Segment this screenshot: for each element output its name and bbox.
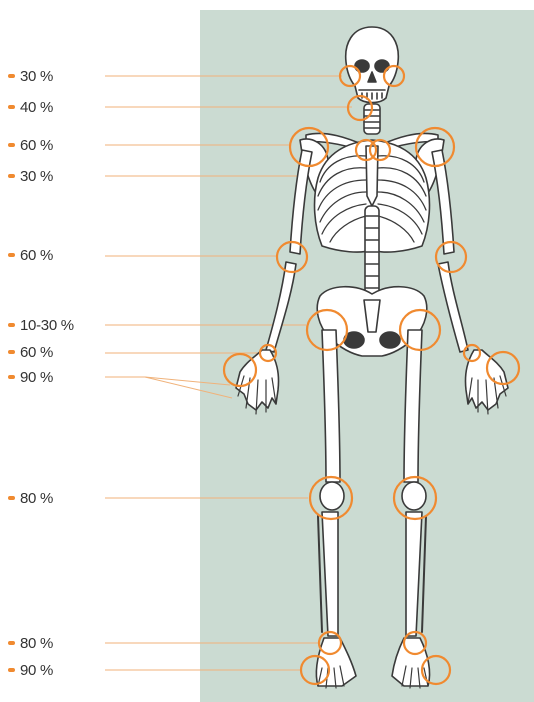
left-kneecap bbox=[320, 482, 344, 510]
right-forearm bbox=[438, 262, 468, 352]
left-forearm bbox=[266, 262, 296, 352]
pelvis-right-hole bbox=[380, 332, 400, 348]
right-tibia bbox=[406, 512, 422, 636]
lumbar-spine bbox=[365, 206, 379, 296]
skeleton-bones bbox=[236, 27, 508, 688]
leader-line-hand-b bbox=[145, 377, 230, 385]
right-femur bbox=[404, 330, 422, 482]
leader-line-hand-c bbox=[145, 377, 232, 398]
right-kneecap bbox=[402, 482, 426, 510]
left-tibia bbox=[322, 512, 338, 636]
right-fibula bbox=[422, 516, 426, 632]
skull-cranium bbox=[346, 27, 399, 103]
left-foot bbox=[316, 638, 356, 686]
left-fibula bbox=[318, 516, 322, 632]
left-femur bbox=[322, 330, 340, 482]
